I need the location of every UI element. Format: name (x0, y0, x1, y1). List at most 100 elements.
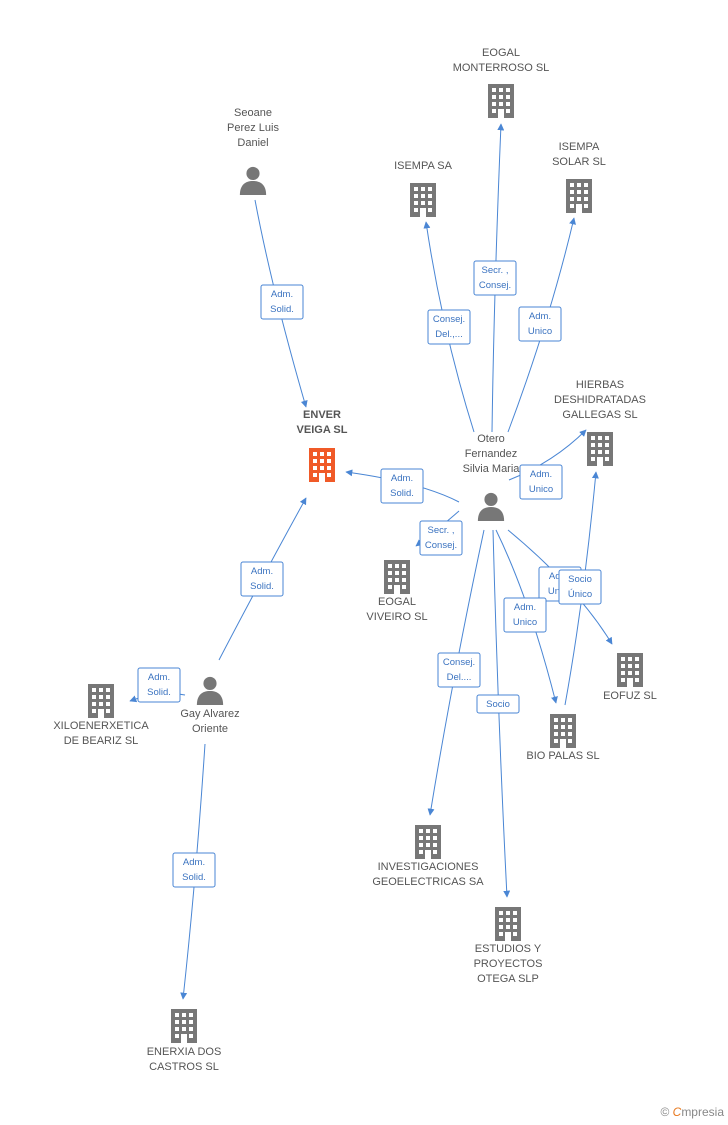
edge-label-frame (260, 284, 304, 320)
edge-label-text: Secr. , (428, 525, 455, 536)
edge-otero-to-isempa: Consej.Del.,... (423, 221, 475, 433)
edge-otero-to-biopalas: Adm.Unico (495, 529, 558, 704)
node-label: Fernandez (465, 448, 518, 460)
edge-label-text: Unico (513, 617, 537, 628)
building-icon (550, 714, 576, 748)
edge-otero-to-hierbas: Adm.Unico (508, 429, 587, 500)
edge-label-box[interactable]: Secr. , Consej. (473, 260, 517, 296)
node-enerxia[interactable]: ENERXIA DOS CASTROS SL (147, 1009, 222, 1073)
node-isempas[interactable]: ISEMPA SOLAR SL (552, 141, 606, 213)
edge-otero-to-eogalm: Secr. , Consej. (473, 123, 517, 433)
edge-label-text: Consej. (425, 540, 457, 551)
node-label: CASTROS SL (149, 1061, 219, 1073)
edge-label-text: Adm. (391, 473, 413, 484)
edge-label-frame (437, 652, 481, 688)
brand-footer: © Cmpresia (660, 1105, 724, 1119)
building-icon (410, 183, 436, 217)
node-isempa[interactable]: ISEMPA SA (394, 160, 453, 217)
edge-otero-to-estudios: Socio (476, 529, 520, 898)
building-icon (384, 560, 410, 594)
node-label: ISEMPA (559, 141, 600, 153)
node-eofuz[interactable]: EOFUZ SL (603, 653, 657, 702)
edge-seoane-to-enver: Adm. Solid. (254, 199, 308, 408)
edge-label-box[interactable]: Adm.Solid. (240, 561, 284, 597)
node-label: SOLAR SL (552, 156, 606, 168)
node-label: INVESTIGACIONES (378, 861, 479, 873)
edge-label-text: Adm. (271, 289, 293, 300)
edge-label-box[interactable]: Consej.Del.,... (427, 309, 471, 345)
node-label: EOGAL (378, 596, 416, 608)
edge-line (492, 529, 511, 898)
node-label: ENVER (303, 409, 341, 421)
edge-label-text: Unico (528, 326, 552, 337)
edge-otero-to-isempas: Adm.Unico (507, 217, 576, 433)
brand-initial: C (672, 1105, 682, 1119)
edge-label-frame (473, 260, 517, 296)
edge-label-box[interactable]: Adm.Unico (503, 597, 547, 633)
node-label: EOFUZ SL (603, 690, 657, 702)
node-label: Silvia Maria (463, 463, 521, 475)
node-label: Gay Alvarez (180, 708, 239, 720)
edge-label-box[interactable]: Secr. , Consej. (419, 520, 463, 556)
edge-label-box[interactable]: Adm.Unico (518, 306, 562, 342)
person-icon (196, 676, 224, 705)
edge-label-text: Consej. (479, 280, 511, 291)
node-eogalv[interactable]: EOGAL VIVEIRO SL (366, 560, 428, 623)
edge-label-box[interactable]: Socio (476, 694, 520, 714)
edge-otero-to-eogalv: Secr. , Consej. (415, 510, 463, 556)
edge-label-text: Secr. , (482, 265, 509, 276)
edge-label-text: Solid. (390, 488, 414, 499)
brand-name: mpresia (681, 1105, 724, 1119)
edge-label-box[interactable]: Adm.Unico (519, 464, 563, 500)
edge-label-box[interactable]: Adm.Solid. (172, 852, 216, 888)
edge-label-frame (518, 306, 562, 342)
edge-label-frame (240, 561, 284, 597)
building-icon (587, 432, 613, 466)
edge-label-frame (172, 852, 216, 888)
edge-otero-to-invest: Consej. Del.... (427, 529, 485, 816)
building-icon (171, 1009, 197, 1043)
edge-label-frame (419, 520, 463, 556)
node-label: Oriente (192, 723, 228, 735)
node-label: EOGAL (482, 47, 520, 59)
node-label: Daniel (237, 137, 268, 149)
edge-label-box[interactable]: Adm.Solid. (137, 667, 181, 703)
edge-label-text: Solid. (250, 581, 274, 592)
edge-gay-to-enerxia: Adm.Solid. (172, 743, 216, 1000)
node-label: BIO PALAS SL (526, 750, 599, 762)
node-biopalas[interactable]: BIO PALAS SL (526, 714, 600, 762)
node-label: VIVEIRO SL (366, 611, 427, 623)
person-icon (239, 166, 267, 195)
edges-layer: Adm. Solid. Adm. Solid. Adm. Solid. Secr. , Con… (129, 123, 613, 1000)
building-icon (309, 448, 335, 482)
edge-label-text: Solid. (270, 304, 294, 315)
edge-label-text: Del.... (447, 672, 472, 683)
edge-label-frame (137, 667, 181, 703)
node-label: DESHIDRATADAS (554, 394, 646, 406)
building-icon (617, 653, 643, 687)
edge-label-box[interactable]: Consej.Del.... (437, 652, 481, 688)
edge-line (508, 429, 587, 481)
node-label: PROYECTOS (474, 958, 543, 970)
node-label: DE BEARIZ SL (64, 735, 139, 747)
node-label: ENERXIA DOS (147, 1046, 222, 1058)
edge-label-frame (558, 569, 602, 605)
node-label: VEIGA SL (297, 424, 348, 436)
edge-label-text: Unico (529, 484, 553, 495)
edge-label-box[interactable]: Adm. Solid. (260, 284, 304, 320)
node-enver[interactable]: ENVER VEIGA SL (297, 409, 348, 482)
edge-label-box[interactable]: Adm. Solid. (380, 468, 424, 504)
edge-label-frame (503, 597, 547, 633)
edge-label-text: Adm. (183, 857, 205, 868)
